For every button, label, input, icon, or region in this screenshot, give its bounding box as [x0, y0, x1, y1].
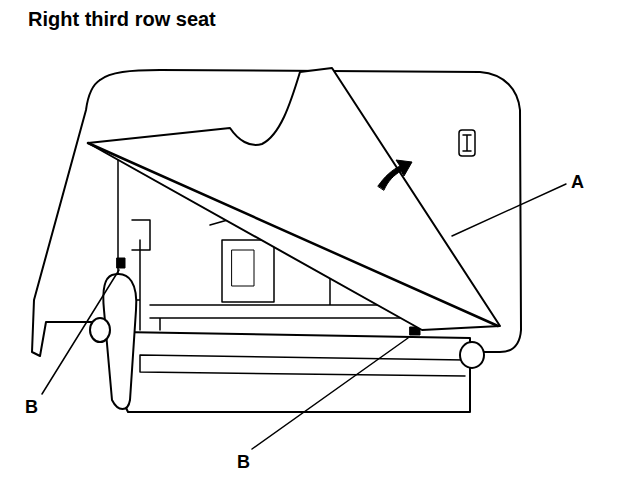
leader-line	[252, 338, 408, 449]
hinge-roll	[460, 342, 484, 368]
clip	[117, 258, 125, 268]
lift-arrow	[378, 160, 412, 190]
title: Right third row seat	[28, 9, 216, 29]
inner-box	[222, 240, 274, 302]
callout-letter: B	[236, 453, 251, 471]
bottom-frame	[120, 332, 470, 412]
side-panel	[32, 80, 100, 356]
left-hinge	[103, 274, 136, 409]
leader-line	[42, 270, 119, 394]
release-icon	[463, 135, 471, 151]
callout-letter: B	[24, 398, 39, 416]
leader-line	[452, 184, 566, 236]
callout-letter: A	[570, 173, 585, 191]
inner-label	[232, 250, 254, 286]
release-icon	[459, 130, 475, 156]
cover-panel	[88, 68, 500, 330]
cover-edge	[88, 143, 498, 326]
hinge-roll	[90, 318, 110, 342]
bottom-rail	[140, 355, 465, 376]
